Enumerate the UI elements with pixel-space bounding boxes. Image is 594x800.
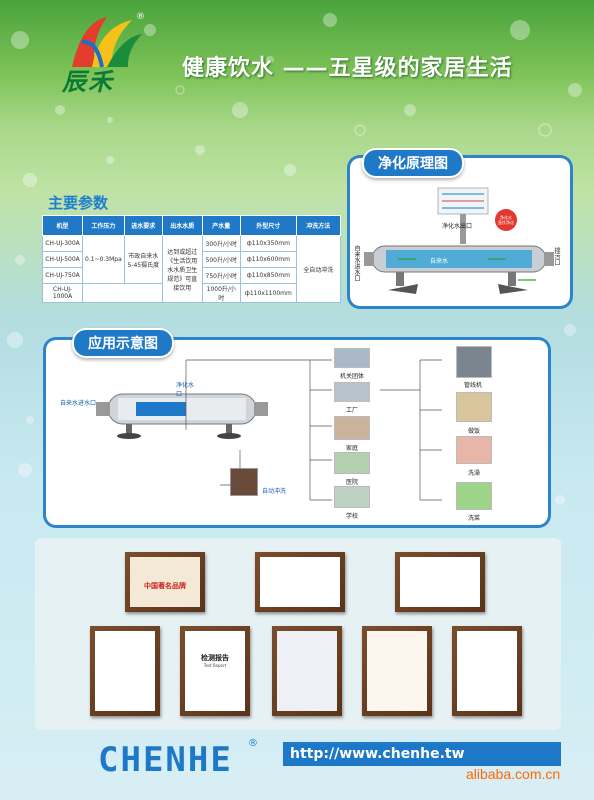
outlet-label-app: 净化水口	[176, 382, 195, 398]
registered-mark: ®	[248, 738, 258, 749]
flush-label: 自动冲洗	[262, 488, 287, 495]
report-title: 检测报告	[201, 654, 229, 662]
place-photo-office	[334, 348, 370, 368]
model-cell: CH-UJ-1000A	[42, 283, 83, 303]
place-photo-school	[334, 486, 370, 508]
col-quality: 出水水质	[161, 215, 203, 236]
certificate-frame	[362, 626, 432, 716]
use-photo-bath	[456, 436, 492, 464]
col-pressure: 工作压力	[82, 215, 125, 236]
connector-lines	[185, 359, 442, 501]
use-label: 管线机	[464, 382, 483, 389]
certificate-frame: 中国著名品牌	[125, 552, 205, 612]
registered-mark: ®	[136, 12, 145, 22]
purifier-illustration	[96, 380, 268, 440]
output-cell: 1000升/小时	[201, 283, 241, 303]
size-cell: ф110x850mm	[239, 267, 297, 284]
col-model: 机型	[42, 215, 83, 236]
model-cell: CH-UJ-500A	[42, 251, 83, 268]
table-row: CH-UJ-500A 500升/小时 ф110x600mm	[42, 251, 341, 268]
certificate-frame	[395, 552, 485, 612]
badge-label: 净化水直饮净化	[498, 215, 514, 225]
use-photo-dispenser	[456, 346, 492, 378]
col-flush: 冲洗方法	[295, 215, 341, 236]
certificate-frame: 检测报告 Test Report	[180, 626, 250, 716]
application-title: 应用示意图	[72, 328, 174, 358]
params-header-row: 机型 工作压力 进水要求 出水水质 产水量 外型尺寸 冲洗方法	[42, 215, 341, 236]
pressure-cell: 0.1~0.3Mpa	[82, 235, 125, 284]
col-size: 外型尺寸	[239, 215, 297, 236]
table-row: CH-UJ-1000A 1000升/小时 ф110x1100mm	[42, 283, 341, 303]
watermark: alibaba.com.cn	[466, 766, 561, 782]
place-label: 工厂	[346, 407, 359, 414]
place-label: 医院	[346, 479, 359, 486]
principle-diagram	[358, 180, 563, 300]
logo-text: 辰禾	[62, 68, 114, 96]
place-label: 学校	[346, 513, 359, 520]
size-cell: ф110x350mm	[239, 235, 297, 252]
inlet-label-app: 自来水进水口	[60, 400, 97, 407]
size-cell: ф110x600mm	[239, 251, 297, 268]
use-photo-vegetable	[456, 482, 492, 510]
params-table-wrap: 机型 工作压力 进水要求 出水水质 产水量 外型尺寸 冲洗方法 CH-UJ-30…	[42, 215, 341, 303]
use-label: 洗澡	[468, 470, 481, 477]
model-cell: CH-UJ-300A	[42, 235, 83, 252]
place-photo-hospital	[334, 452, 370, 474]
params-table: 机型 工作压力 进水要求 出水水质 产水量 外型尺寸 冲洗方法 CH-UJ-30…	[42, 215, 341, 303]
brand-name: CHENHE	[98, 740, 233, 780]
website-link[interactable]: http://www.chenhe.tw	[290, 746, 465, 762]
water-req-cell: 市政自来水 5-45摄氏度	[123, 235, 163, 284]
page-headline: 健康饮水 ——五星级的家居生活	[182, 56, 513, 81]
certificate-frame	[272, 626, 342, 716]
quality-cell: 达到或超过《生活饮用水水质卫生规范》可直接饮用	[161, 235, 203, 303]
place-photo-home	[334, 416, 370, 440]
report-subtitle: Test Report	[203, 663, 227, 668]
outlet-label: 净化水出口	[442, 223, 473, 230]
url-bar	[283, 742, 561, 766]
model-cell: CH-UJ-750A	[42, 267, 83, 284]
empty-cell	[82, 283, 163, 303]
use-photo-cooking	[456, 392, 492, 422]
flush-cell: 全自动冲洗	[295, 235, 341, 303]
certificate-frame	[255, 552, 345, 612]
size-cell: ф110x1100mm	[239, 283, 297, 303]
company-logo	[62, 12, 146, 84]
certificate-text: 中国著名品牌	[144, 582, 186, 590]
place-label: 机关团体	[340, 373, 365, 380]
col-water-req: 进水要求	[123, 215, 163, 236]
place-label: 家庭	[346, 445, 359, 452]
output-cell: 750升/小时	[201, 267, 241, 284]
output-cell: 300升/小时	[201, 235, 241, 252]
use-label: 洗菜	[468, 515, 481, 522]
output-cell: 500升/小时	[201, 251, 241, 268]
table-row: CH-UJ-750A 750升/小时 ф110x850mm	[42, 267, 341, 284]
use-label: 做饭	[468, 428, 481, 435]
place-photo-factory	[334, 382, 370, 402]
table-row: CH-UJ-300A 0.1~0.3Mpa 市政自来水 5-45摄氏度 达到或超…	[42, 235, 341, 303]
inlet-label: 自来水进水口	[353, 245, 360, 281]
certificate-frame	[452, 626, 522, 716]
principle-title: 净化原理图	[362, 148, 464, 178]
flush-photo	[230, 468, 258, 496]
col-output: 产水量	[201, 215, 241, 236]
params-title: 主要参数	[48, 194, 109, 212]
tap-water-label: 自来水	[430, 258, 449, 265]
certificate-frame	[90, 626, 160, 716]
drain-label: 排污口	[553, 247, 560, 265]
